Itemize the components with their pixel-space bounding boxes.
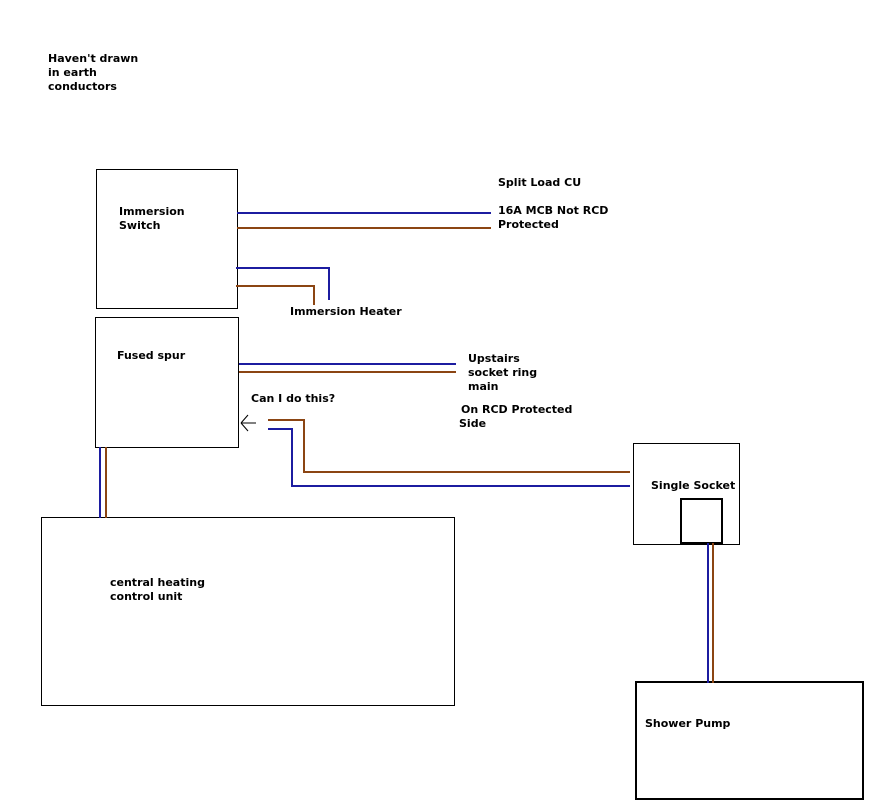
arrow-icon	[240, 414, 256, 432]
single-socket-box	[633, 443, 740, 545]
question-label: Can I do this?	[251, 392, 336, 405]
single-socket-label: Single Socket	[651, 479, 736, 492]
split-load-label: Split Load CU	[498, 176, 582, 189]
central-heating-label: central heating control unit	[110, 576, 205, 604]
socket-outlet	[680, 498, 723, 544]
label-line: Protected	[498, 218, 559, 231]
note-line: in earth	[48, 66, 97, 79]
label-line: central heating	[110, 576, 205, 589]
label-line: control unit	[110, 590, 183, 603]
fused-spur-box	[95, 317, 239, 448]
label-line: On RCD Protected	[461, 403, 573, 416]
label-line: Upstairs	[468, 352, 520, 365]
heater-live-wire	[236, 285, 315, 305]
label-line: Switch	[119, 219, 161, 232]
shower-pump-label: Shower Pump	[645, 717, 731, 730]
mcb-label: 16A MCB Not RCD Protected	[498, 204, 608, 232]
note-text: Haven't drawn in earth conductors	[48, 52, 138, 94]
socket-neutral-wire	[268, 428, 630, 487]
upstairs-label: Upstairs socket ring main	[468, 352, 537, 394]
label-line: socket ring	[468, 366, 538, 379]
heater-neutral-wire	[236, 267, 330, 300]
note-line: conductors	[48, 80, 117, 93]
rcd-side-label: On RCD Protected Side	[459, 403, 572, 431]
note-line: Haven't drawn	[48, 52, 139, 65]
immersion-switch-label: Immersion Switch	[119, 205, 185, 233]
immersion-heater-label: Immersion Heater	[290, 305, 402, 318]
label-line: Immersion	[119, 205, 185, 218]
shower-pump-box	[635, 681, 864, 800]
label-line: 16A MCB Not RCD	[498, 204, 609, 217]
label-line: Side	[459, 417, 487, 430]
socket-live-wire	[268, 419, 630, 473]
fused-spur-label: Fused spur	[117, 349, 186, 362]
immersion-switch-box	[96, 169, 238, 309]
central-heating-box	[41, 517, 455, 706]
label-line: main	[468, 380, 499, 393]
